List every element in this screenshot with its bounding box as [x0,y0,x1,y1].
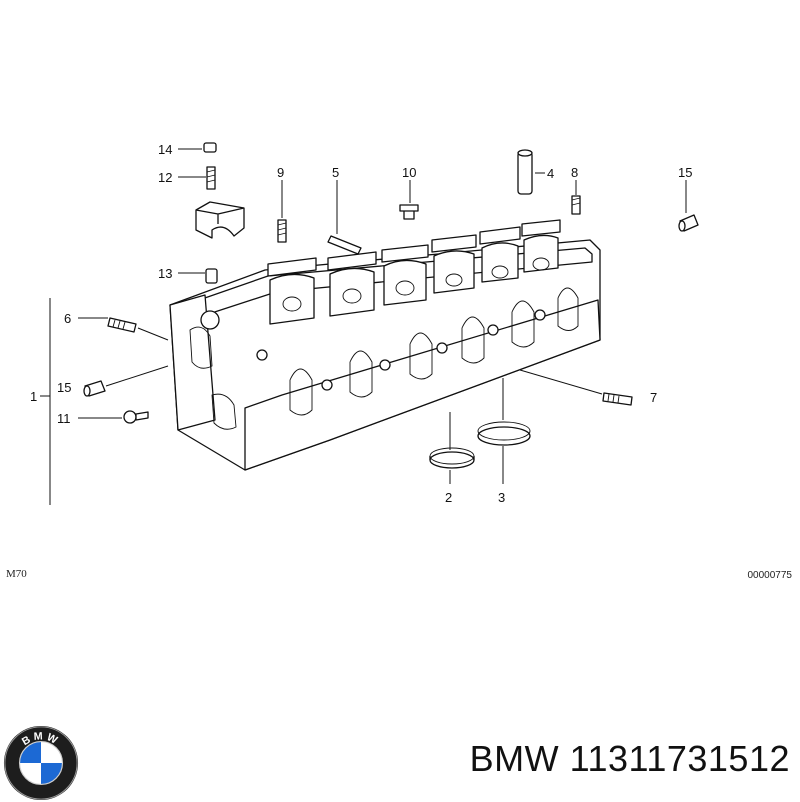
callout-12: 12 [158,170,172,185]
model-code: M70 [6,568,27,580]
callout-labels: 14 12 13 9 5 10 4 8 15 6 1 15 11 7 2 3 [30,142,692,505]
logo-lettering: BMW [20,730,59,748]
callout-6: 6 [64,311,71,326]
callout-1: 1 [30,389,37,404]
svg-text:BMW: BMW [20,730,62,748]
callout-3: 3 [498,490,505,505]
callout-11: 11 [57,411,71,426]
small-parts [83,142,699,469]
callout-14: 14 [158,142,172,157]
drawing-number: 00000775 [747,570,793,581]
callout-2: 2 [445,490,452,505]
callout-10: 10 [402,165,416,180]
brand-footer: BMW BMW 11311731512 [0,700,800,801]
part-number-caption: BMW 11311731512 [469,738,790,779]
callout-15-left: 15 [57,380,71,395]
callout-7: 7 [650,390,657,405]
callout-4: 4 [547,166,554,181]
bmw-roundel-icon: BMW [3,725,79,801]
cylinder-head [169,219,601,471]
callout-5: 5 [332,165,339,180]
leader-lines [40,148,687,505]
callout-8: 8 [571,165,578,180]
callout-15-top: 15 [678,165,692,180]
callout-13: 13 [158,266,172,281]
callout-9: 9 [277,165,284,180]
